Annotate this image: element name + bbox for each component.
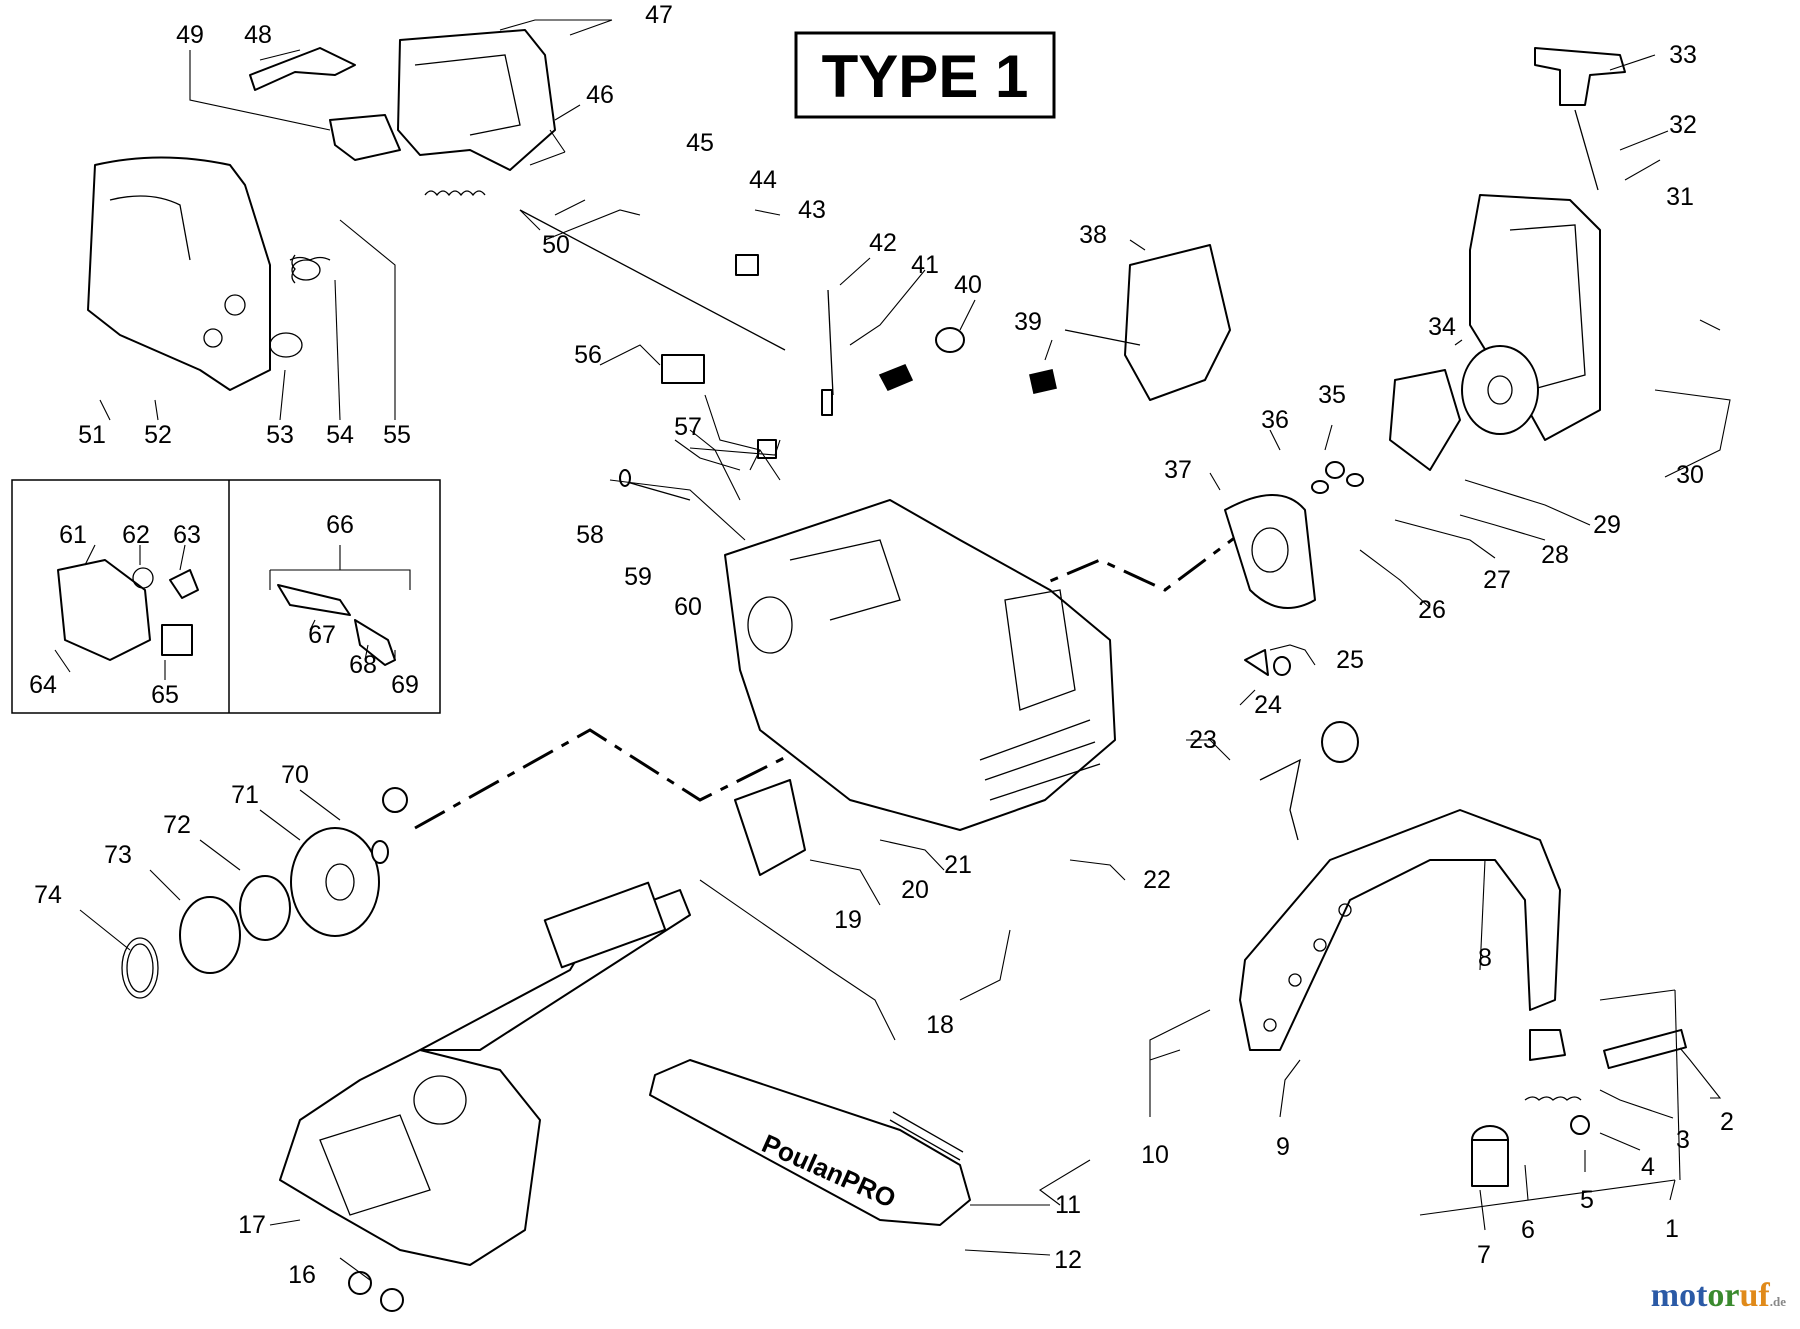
label-55: 55 [383,421,411,449]
label-48: 48 [244,21,272,49]
label-11: 11 [1055,1191,1081,1219]
label-33: 33 [1669,41,1697,69]
label-18: 18 [926,1011,954,1039]
label-10: 10 [1141,1141,1169,1169]
label-53: 53 [266,421,294,449]
label-31: 31 [1666,183,1694,211]
label-26: 26 [1418,596,1446,624]
label-29: 29 [1593,511,1621,539]
label-68: 68 [349,651,377,679]
label-63: 63 [173,521,201,549]
label-34: 34 [1428,313,1456,341]
label-30: 30 [1676,461,1704,489]
label-47: 47 [645,1,673,29]
label-5: 5 [1580,1186,1594,1214]
label-28: 28 [1541,541,1569,569]
label-66: 66 [326,511,354,539]
label-56: 56 [574,341,602,369]
label-35: 35 [1318,381,1346,409]
label-54: 54 [326,421,354,449]
label-44: 44 [749,166,777,194]
label-43: 43 [798,196,826,224]
inset-boxes [11,479,441,714]
label-2: 2 [1720,1108,1734,1136]
label-69: 69 [391,671,419,699]
label-9: 9 [1276,1133,1290,1161]
type-title: TYPE 1 [822,43,1029,110]
part-number-labels: 1 2 3 4 5 6 7 8 9 10 11 12 16 17 18 19 2… [29,1,1734,1289]
label-50: 50 [542,231,570,259]
label-7: 7 [1477,1241,1491,1269]
label-23: 23 [1189,726,1217,754]
label-59: 59 [624,563,652,591]
label-58: 58 [576,521,604,549]
label-65: 65 [151,681,179,709]
label-21: 21 [944,851,972,879]
label-1: 1 [1665,1215,1679,1243]
label-32: 32 [1669,111,1697,139]
label-25: 25 [1336,646,1364,674]
label-37: 37 [1164,456,1192,484]
label-72: 72 [163,811,191,839]
label-71: 71 [231,781,259,809]
label-3: 3 [1676,1126,1690,1154]
label-6: 6 [1521,1216,1535,1244]
label-12: 12 [1054,1246,1082,1274]
label-41: 41 [911,251,939,279]
motoruf-watermark: motoruf.de [1650,1277,1786,1314]
label-73: 73 [104,841,132,869]
label-60: 60 [674,593,702,621]
label-51: 51 [78,421,106,449]
label-61: 61 [59,521,87,549]
label-19: 19 [834,906,862,934]
label-67: 67 [308,621,336,649]
label-40: 40 [954,271,982,299]
label-8: 8 [1478,944,1492,972]
label-46: 46 [586,81,614,109]
label-74: 74 [34,881,62,909]
label-49: 49 [176,21,204,49]
label-64: 64 [29,671,57,699]
label-24: 24 [1254,691,1282,719]
label-4: 4 [1641,1153,1655,1181]
label-27: 27 [1483,566,1511,594]
type-title-box: TYPE 1 [794,31,1056,119]
label-70: 70 [281,761,309,789]
part-drawings: PoulanPRO [57,29,1687,1312]
label-45: 45 [686,129,714,157]
label-20: 20 [901,876,929,904]
label-17: 17 [238,1211,266,1239]
label-42: 42 [869,229,897,257]
label-57: 57 [674,413,702,441]
label-39: 39 [1014,308,1042,336]
label-16: 16 [288,1261,316,1289]
label-36: 36 [1261,406,1289,434]
label-62: 62 [122,521,150,549]
label-38: 38 [1079,221,1107,249]
label-52: 52 [144,421,172,449]
label-22: 22 [1143,866,1171,894]
leader-lines [54,19,1731,1281]
